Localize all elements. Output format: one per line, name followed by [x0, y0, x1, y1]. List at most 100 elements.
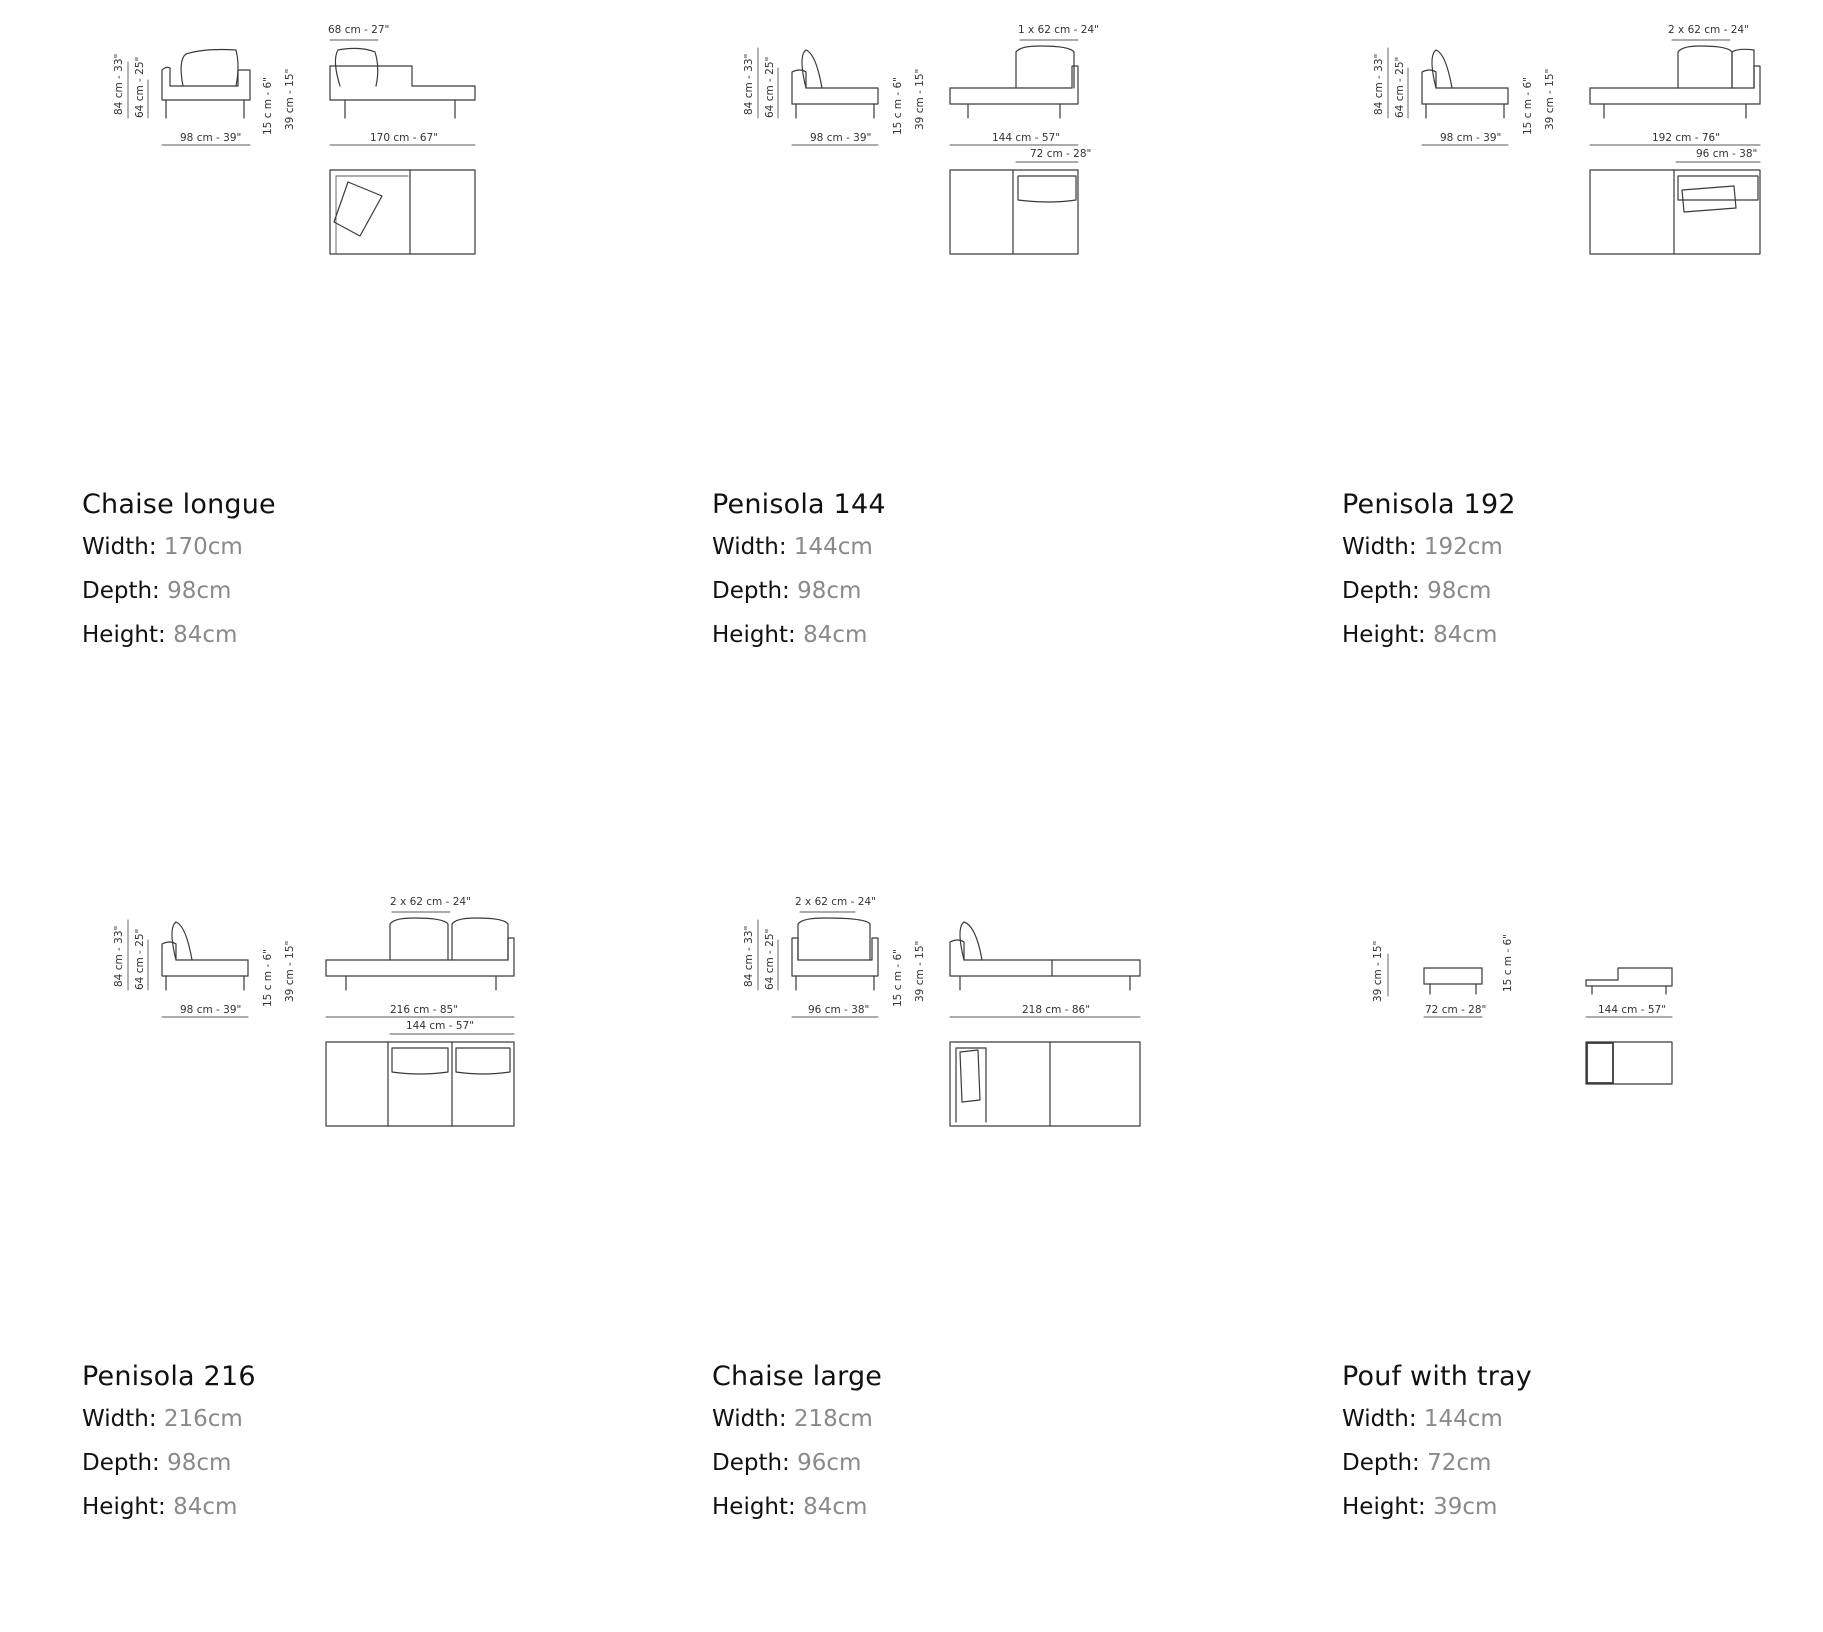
dim-side-height-2: 64 cm - 25": [1394, 57, 1406, 118]
spec-width-value: 144cm: [793, 534, 873, 560]
spec-width-label: Width:: [712, 1406, 787, 1432]
spec-depth-value: 98cm: [167, 1450, 232, 1476]
plan-view-drawing: [1585, 1041, 1673, 1085]
spec-width: Width: 144cm: [712, 532, 1162, 562]
front-view-drawing: 2 x 62 cm - 24" 192 cm - 76": [1589, 24, 1761, 146]
spec-depth-value: 72cm: [1427, 1450, 1492, 1476]
dim-front-width: 216 cm - 85": [390, 1004, 458, 1016]
technical-drawing: 2 x 62 cm - 24" 84 cm - 33" 64 cm - 25" …: [630, 872, 1190, 1172]
dim-side-height-2: 64 cm - 25": [134, 929, 146, 990]
spec-height-label: Height:: [712, 622, 796, 648]
dim-front-top: 68 cm - 27": [328, 24, 389, 36]
dim-side-depth: 98 cm - 39": [1440, 132, 1501, 144]
product-card-penisola-216[interactable]: 84 cm - 33" 64 cm - 25" 98 cm - 39" 15 c…: [0, 872, 560, 1632]
product-info: Chaise longue Width: 170cm Depth: 98cm H…: [82, 488, 532, 664]
dim-front-top: 2 x 62 cm - 24": [1668, 24, 1749, 36]
dim-front-width: 144 cm - 57": [992, 132, 1060, 144]
spec-width: Width: 170cm: [82, 532, 532, 562]
plan-view-drawing: [329, 169, 476, 255]
dim-front-top: 2 x 62 cm - 24": [390, 896, 471, 908]
product-info: Penisola 144 Width: 144cm Depth: 98cm He…: [712, 488, 1162, 664]
spec-height-value: 84cm: [803, 622, 868, 648]
dim-front-width: 218 cm - 86": [1022, 1004, 1090, 1016]
side-view-drawing: 39 cm - 15" 72 cm - 28" 15 c m - 6": [1372, 934, 1514, 1018]
front-view-drawing: 2 x 62 cm - 24" 216 cm - 85": [325, 896, 515, 1018]
spec-height-value: 39cm: [1433, 1494, 1498, 1520]
product-grid: 84 cm - 33" 64 cm - 25" 98 cm - 39" 15 c…: [0, 0, 1820, 1520]
technical-drawing: 84 cm - 33" 64 cm - 25" 98 cm - 39" 15 c…: [0, 872, 560, 1172]
product-card-chaise-large[interactable]: 2 x 62 cm - 24" 84 cm - 33" 64 cm - 25" …: [630, 872, 1190, 1632]
spec-depth-value: 98cm: [167, 578, 232, 604]
technical-drawing: 84 cm - 33" 64 cm - 25" 98 cm - 39" 15 c…: [0, 0, 560, 300]
spec-width-value: 144cm: [1423, 1406, 1503, 1432]
spec-width-label: Width:: [1342, 1406, 1417, 1432]
spec-depth: Depth: 96cm: [712, 1448, 1162, 1478]
product-name: Chaise longue: [82, 489, 276, 520]
product-info: Chaise large Width: 218cm Depth: 96cm He…: [712, 1360, 1162, 1536]
dim-seat-2: 39 cm - 15": [284, 69, 296, 130]
dim-seat-1: 15 c m - 6": [262, 949, 274, 1007]
front-view-drawing: 68 cm - 27" 170 cm - 67": [328, 24, 476, 146]
dim-seat-2: 39 cm - 15": [1544, 69, 1556, 130]
spec-depth: Depth: 98cm: [712, 576, 1162, 606]
spec-width-value: 192cm: [1423, 534, 1503, 560]
spec-width-label: Width:: [82, 1406, 157, 1432]
dim-side-depth: 98 cm - 39": [180, 132, 241, 144]
spec-width-value: 216cm: [163, 1406, 243, 1432]
product-name: Chaise large: [712, 1361, 883, 1392]
dimension-diagram: 2 x 62 cm - 24" 84 cm - 33" 64 cm - 25" …: [743, 896, 1141, 1127]
side-view-drawing: 84 cm - 33" 64 cm - 25" 98 cm - 39" 15 c…: [113, 919, 296, 1018]
dim-front-width: 170 cm - 67": [370, 132, 438, 144]
product-card-chaise-longue[interactable]: 84 cm - 33" 64 cm - 25" 98 cm - 39" 15 c…: [0, 0, 560, 760]
spec-depth-label: Depth:: [1342, 578, 1420, 604]
technical-drawing: 84 cm - 33" 64 cm - 25" 98 cm - 39" 15 c…: [630, 0, 1190, 300]
product-info: Penisola 192 Width: 192cm Depth: 98cm He…: [1342, 488, 1792, 664]
spec-height-label: Height:: [82, 622, 166, 648]
dimension-diagram: 84 cm - 33" 64 cm - 25" 98 cm - 39" 15 c…: [113, 896, 515, 1127]
dim-side-height: 39 cm - 15": [1372, 941, 1384, 1002]
dim-side-height-1: 84 cm - 33": [1373, 54, 1385, 115]
dim-seat-1: 15 c m - 6": [1502, 934, 1514, 992]
spec-depth-label: Depth:: [82, 578, 160, 604]
spec-width: Width: 144cm: [1342, 1404, 1792, 1434]
spec-depth-value: 96cm: [797, 1450, 862, 1476]
dim-seat-2: 39 cm - 15": [914, 69, 926, 130]
spec-width-label: Width:: [1342, 534, 1417, 560]
dim-side-height-2: 64 cm - 25": [764, 57, 776, 118]
spec-width-value: 170cm: [163, 534, 243, 560]
product-info: Pouf with tray Width: 144cm Depth: 72cm …: [1342, 1360, 1792, 1536]
spec-height-value: 84cm: [1433, 622, 1498, 648]
plan-view-drawing: 72 cm - 28": [949, 148, 1091, 255]
dimension-diagram: 39 cm - 15" 72 cm - 28" 15 c m - 6" 144 …: [1372, 934, 1673, 1085]
spec-depth-label: Depth:: [82, 1450, 160, 1476]
dim-front-top: 2 x 62 cm - 24": [795, 896, 876, 908]
spec-height-value: 84cm: [803, 1494, 868, 1520]
dim-side-height-2: 64 cm - 25": [764, 929, 776, 990]
spec-height: Height: 84cm: [82, 620, 532, 650]
spec-depth-label: Depth:: [712, 1450, 790, 1476]
dim-front-width: 144 cm - 57": [1598, 1004, 1666, 1016]
spec-depth-value: 98cm: [797, 578, 862, 604]
dim-seat-1: 15 c m - 6": [892, 949, 904, 1007]
spec-width-value: 218cm: [793, 1406, 873, 1432]
technical-drawing: 84 cm - 33" 64 cm - 25" 98 cm - 39" 15 c…: [1260, 0, 1820, 300]
dim-plan-top: 144 cm - 57": [406, 1020, 474, 1032]
dim-plan-top: 72 cm - 28": [1030, 148, 1091, 160]
spec-height-value: 84cm: [173, 1494, 238, 1520]
spec-width: Width: 218cm: [712, 1404, 1162, 1434]
spec-height: Height: 84cm: [712, 620, 1162, 650]
dim-side-depth: 98 cm - 39": [180, 1004, 241, 1016]
dim-side-height-2: 64 cm - 25": [134, 57, 146, 118]
dim-side-height-1: 84 cm - 33": [113, 54, 125, 115]
side-view-drawing: 84 cm - 33" 64 cm - 25" 98 cm - 39" 15 c…: [1373, 47, 1556, 146]
product-card-penisola-144[interactable]: 84 cm - 33" 64 cm - 25" 98 cm - 39" 15 c…: [630, 0, 1190, 760]
product-card-pouf-with-tray[interactable]: 39 cm - 15" 72 cm - 28" 15 c m - 6" 144 …: [1260, 872, 1820, 1632]
spec-depth: Depth: 98cm: [82, 1448, 532, 1478]
product-card-penisola-192[interactable]: 84 cm - 33" 64 cm - 25" 98 cm - 39" 15 c…: [1260, 0, 1820, 760]
spec-height-label: Height:: [1342, 622, 1426, 648]
plan-view-drawing: 96 cm - 38": [1589, 148, 1761, 255]
spec-height-value: 84cm: [173, 622, 238, 648]
spec-depth: Depth: 98cm: [82, 576, 532, 606]
spec-height: Height: 84cm: [712, 1492, 1162, 1522]
spec-height: Height: 39cm: [1342, 1492, 1792, 1522]
